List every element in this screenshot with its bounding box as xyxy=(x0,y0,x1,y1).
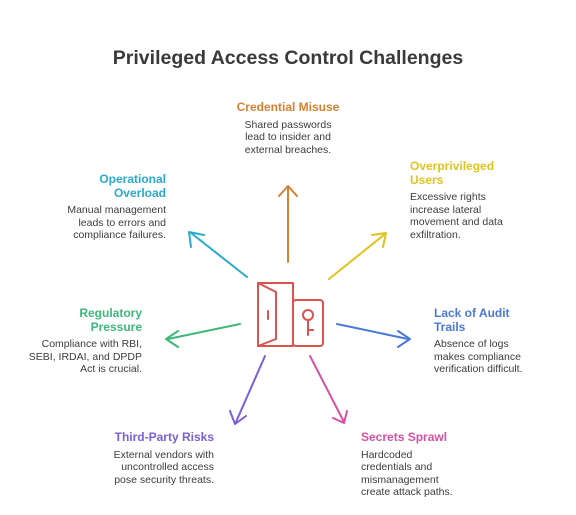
arrow-regulatory xyxy=(165,323,241,348)
item-secrets: Secrets Sprawl Hardcoded credentials and… xyxy=(361,430,491,499)
item-secrets-text: Hardcoded credentials and mismanagement … xyxy=(361,448,453,499)
diagram-title: Privileged Access Control Challenges xyxy=(112,47,464,69)
arrow-audit xyxy=(336,323,411,348)
item-audit: Lack of Audit Trails Absence of logs mak… xyxy=(434,306,564,376)
item-thirdparty: Third-Party Risks External vendors with … xyxy=(80,430,214,486)
item-regulatory: Regulatory Pressure Compliance with RBI,… xyxy=(20,306,142,376)
arrow-credential xyxy=(278,185,298,263)
item-credential-heading: Credential Misuse xyxy=(236,100,340,114)
item-overprivileged: Overprivileged Users Excessive rights in… xyxy=(410,159,540,241)
item-overprivileged-heading: Overprivileged Users xyxy=(410,159,495,187)
item-audit-heading: Lack of Audit Trails xyxy=(434,306,510,334)
arrow-secrets xyxy=(309,355,348,424)
item-regulatory-heading: Regulatory Pressure xyxy=(79,306,142,334)
door-key-icon xyxy=(257,282,324,347)
item-secrets-heading: Secrets Sprawl xyxy=(361,430,448,444)
item-credential-text: Shared passwords lead to insider and ext… xyxy=(244,118,332,156)
item-overprivileged-text: Excessive rights increase lateral moveme… xyxy=(410,191,503,241)
item-thirdparty-text: External vendors with uncontrolled acces… xyxy=(113,448,214,486)
arrow-thirdparty xyxy=(229,355,266,425)
arrow-operational xyxy=(188,231,248,278)
item-operational-text: Manual management leads to errors and co… xyxy=(67,204,166,241)
item-thirdparty-heading: Third-Party Risks xyxy=(114,430,214,444)
item-credential: Credential Misuse Shared passwords lead … xyxy=(218,100,358,156)
item-audit-text: Absence of logs makes compliance verific… xyxy=(434,338,523,375)
arrow-overprivileged xyxy=(328,232,387,280)
item-regulatory-text: Compliance with RBI, SEBI, IRDAI, and DP… xyxy=(28,338,142,375)
item-operational: Operational Overload Manual management l… xyxy=(36,172,166,242)
item-operational-heading: Operational Overload xyxy=(99,172,166,200)
